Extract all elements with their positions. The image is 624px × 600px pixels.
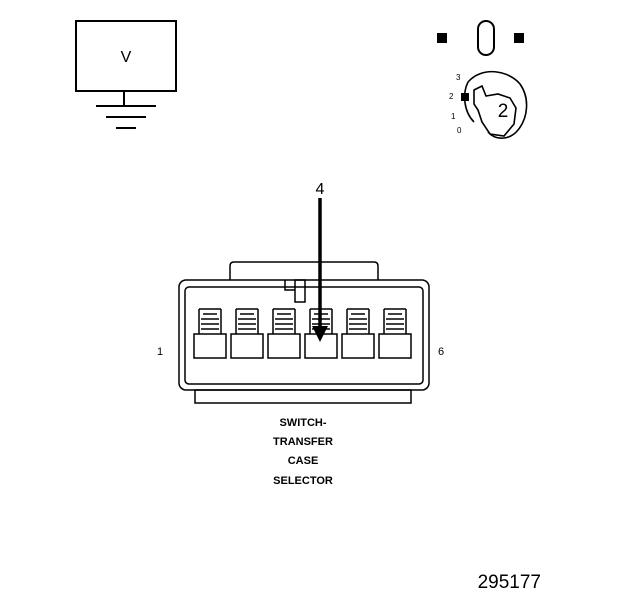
voltmeter-box (75, 20, 177, 92)
ignition-switch: 3 2 1 0 2 (449, 70, 528, 139)
caption-line: SELECTOR (273, 475, 333, 487)
key-icon (473, 84, 517, 137)
terminal-cavity (378, 308, 412, 359)
terminal-cavity (230, 308, 264, 359)
position-marker-icon (461, 93, 469, 101)
probe-cavity-label: 4 (316, 181, 325, 198)
pin-1-label: 1 (157, 346, 163, 358)
terminal-cavity (267, 308, 301, 359)
terminal-cavities (193, 308, 412, 359)
terminal-cavity (304, 308, 338, 359)
figure-id: 295177 (478, 572, 541, 593)
connector (178, 261, 430, 404)
caption-line: SWITCH- (279, 417, 326, 429)
caption-line: TRANSFER (273, 436, 333, 448)
terminal-cavity (193, 308, 227, 359)
connector-caption: SWITCH- TRANSFER CASE SELECTOR (273, 417, 333, 487)
ignition-position-0: 0 (457, 126, 462, 135)
ignition-off-icon (437, 20, 524, 56)
ignition-position-2: 2 (449, 92, 454, 101)
voltmeter-label: V (121, 49, 132, 66)
connector-latch-housing (229, 261, 379, 280)
terminal-cavity (341, 308, 375, 359)
ground-symbol-icon (96, 91, 156, 129)
key-number: 2 (498, 101, 509, 122)
ignition-position-3: 3 (456, 73, 461, 82)
ignition-position-1: 1 (451, 112, 456, 121)
voltmeter: V (75, 20, 177, 129)
ignition-cylinder-icon (467, 70, 528, 139)
caption-line: CASE (288, 455, 319, 467)
pin-6-label: 6 (438, 346, 444, 358)
connector-base (194, 389, 412, 404)
